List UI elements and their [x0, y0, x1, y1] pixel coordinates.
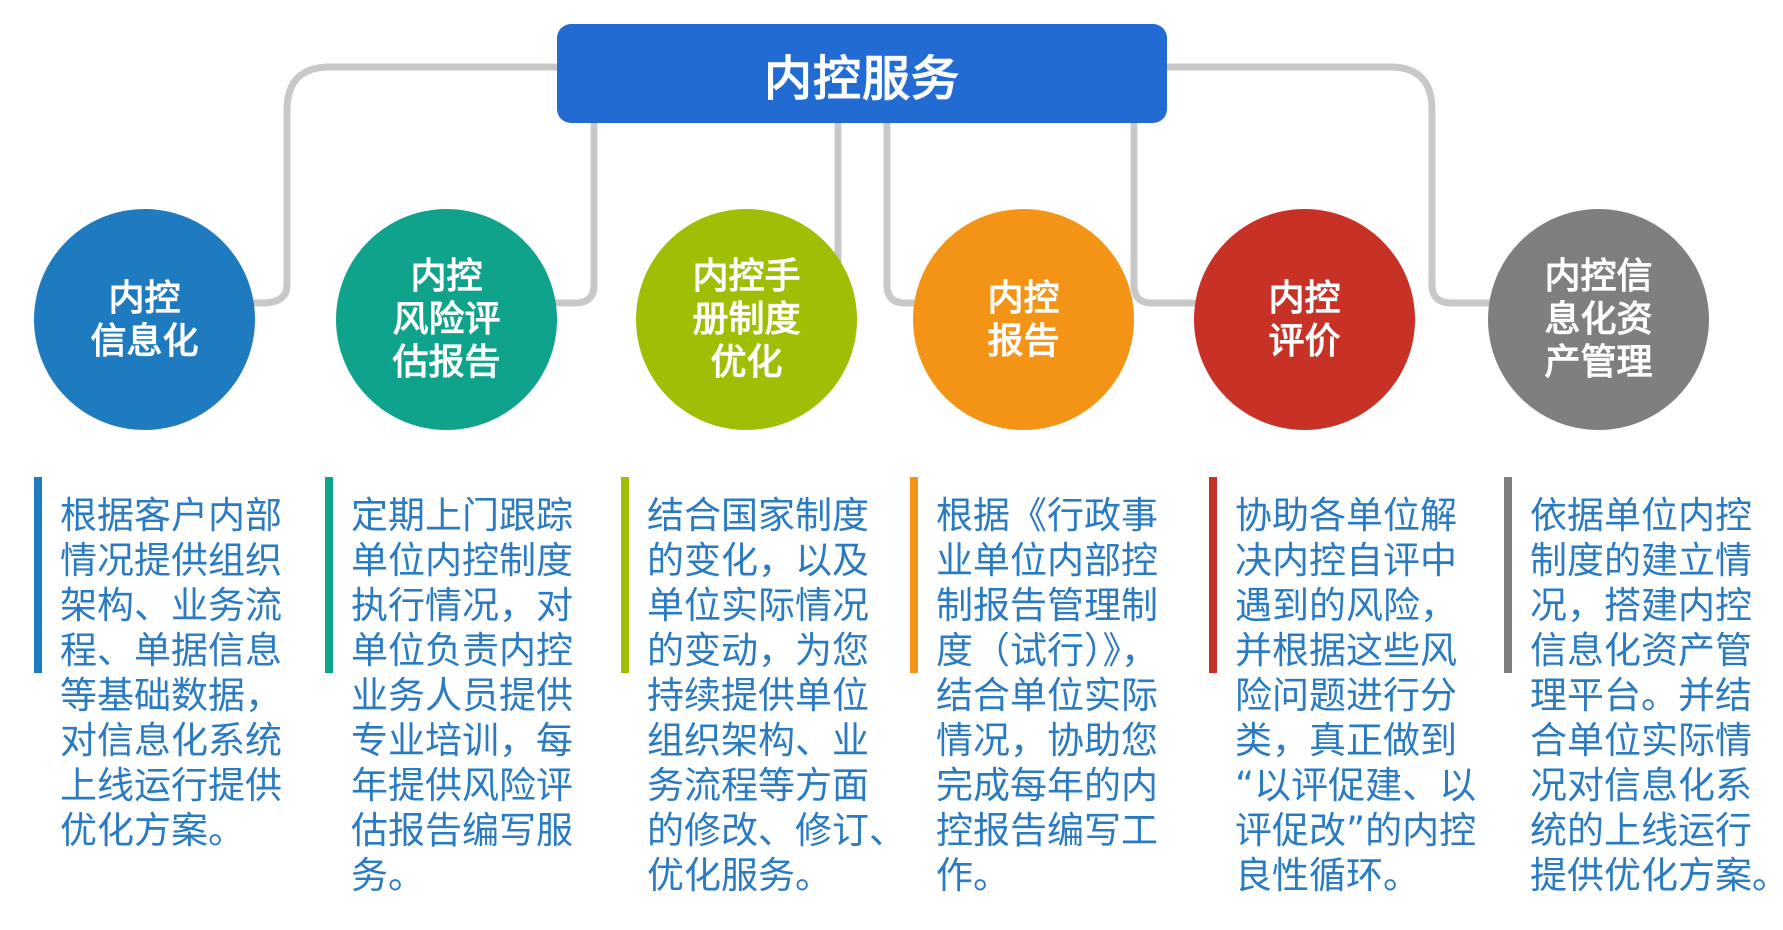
description-line: 提供优化方案。	[1530, 854, 1783, 897]
description-line: 根据《行政事	[936, 494, 1158, 537]
description-line: 信息化资产管	[1530, 629, 1752, 672]
description-line: 制度的建立情	[1530, 539, 1752, 582]
description-line: 情况，协助您	[936, 719, 1158, 762]
accent-bar	[1209, 477, 1217, 673]
description-line: 决内控自评中	[1235, 539, 1457, 582]
description-line: 单位实际情况	[647, 584, 869, 627]
description-line: “以评促建、以	[1235, 764, 1477, 807]
service-label-line: 报告	[987, 320, 1060, 362]
service-label-line: 内控信	[1544, 256, 1653, 297]
connector-4	[883, 120, 918, 307]
description-line: 单位内控制度	[351, 539, 573, 582]
service-circle: 内控风险评估报告	[336, 209, 557, 430]
description-line: 况，搭建内控	[1530, 584, 1752, 627]
connector-1	[250, 63, 560, 307]
description-text: 根据《行政事业单位内部控制报告管理制度（试行）》，结合单位实际情况，协助您完成每…	[936, 493, 1201, 898]
description-line: 等基础数据，	[60, 674, 282, 717]
accent-bar	[1504, 477, 1512, 673]
description-line: 险问题进行分	[1235, 674, 1457, 717]
service-label-line: 内控	[1268, 277, 1341, 319]
description-line: 架构、业务流	[60, 584, 282, 627]
description-line: 评促改”的内控	[1235, 809, 1477, 852]
service-circle: 内控手册制度优化	[636, 209, 857, 430]
description-line: 完成每年的内	[936, 764, 1158, 807]
description-line: 对信息化系统	[60, 719, 282, 762]
description-line: 况对信息化系	[1530, 764, 1752, 807]
description-line: 良性循环。	[1235, 854, 1420, 897]
service-circle: 内控报告	[913, 209, 1134, 430]
service-label-line: 优化	[710, 342, 783, 383]
description-line: 程、单据信息	[60, 629, 282, 672]
service-label-line: 内控	[108, 277, 181, 319]
description-line: 的变化，以及	[647, 539, 869, 582]
description-line: 并根据这些风	[1235, 629, 1457, 672]
description-line: 业单位内部控	[936, 539, 1158, 582]
description-text: 定期上门跟踪单位内控制度执行情况，对单位负责内控业务人员提供专业培训，每年提供风…	[351, 493, 616, 898]
description-text: 根据客户内部情况提供组织架构、业务流程、单据信息等基础数据，对信息化系统上线运行…	[60, 493, 325, 853]
description-line: 务流程等方面	[647, 764, 869, 807]
service-label-line: 产管理	[1544, 342, 1653, 383]
accent-bar	[621, 477, 629, 673]
description-line: 务。	[351, 854, 425, 897]
title-text: 内控服务	[763, 50, 960, 107]
description-text: 协助各单位解决内控自评中遇到的风险，并根据这些风险问题进行分类，真正做到“以评促…	[1235, 493, 1500, 898]
description-line: 依据单位内控	[1530, 494, 1752, 537]
description-line: 优化服务。	[647, 854, 832, 897]
description-line: 年提供风险评	[351, 764, 573, 807]
description-line: 专业培训，每	[351, 719, 573, 762]
description-line: 优化方案。	[60, 809, 245, 852]
description-line: 业务人员提供	[351, 674, 573, 717]
service-circle: 内控信息化	[34, 209, 255, 430]
accent-bar	[34, 477, 42, 673]
service-label-line: 估报告	[392, 342, 501, 383]
description-line: 控报告编写工	[936, 809, 1158, 852]
connector-5	[1130, 120, 1199, 307]
description-line: 情况提供组织	[60, 539, 282, 582]
accent-bar	[325, 477, 333, 673]
service-label-line: 内控	[410, 256, 483, 297]
connector-6	[1164, 63, 1495, 307]
description-line: 遇到的风险，	[1235, 584, 1457, 627]
description-line: 作。	[936, 854, 1010, 897]
accent-bar	[910, 477, 918, 673]
description-line: 制报告管理制	[936, 584, 1158, 627]
description-line: 类，真正做到	[1235, 719, 1457, 762]
description-line: 定期上门跟踪	[351, 494, 573, 537]
service-label-line: 息化资	[1544, 299, 1653, 340]
description-line: 持续提供单位	[647, 674, 869, 717]
service-label-line: 评价	[1268, 320, 1341, 362]
description-line: 组织架构、业	[647, 719, 869, 762]
service-circle: 内控评价	[1194, 209, 1415, 430]
description-line: 合单位实际情	[1530, 719, 1752, 762]
description-line: 执行情况，对	[351, 584, 573, 627]
description-text: 依据单位内控制度的建立情况，搭建内控信息化资产管理平台。并结合单位实际情况对信息…	[1530, 493, 1783, 898]
description-line: 单位负责内控	[351, 629, 573, 672]
description-line: 的变动，为您	[647, 629, 869, 672]
description-line: 理平台。并结	[1530, 674, 1752, 717]
service-label-line: 信息化	[90, 320, 199, 362]
service-label-line: 内控	[987, 277, 1060, 319]
description-line: 度（试行）》，	[936, 629, 1158, 672]
title-box: 内控服务	[557, 24, 1167, 123]
description-line: 结合单位实际	[936, 674, 1158, 717]
description-text: 结合国家制度的变化，以及单位实际情况的变动，为您持续提供单位组织架构、业务流程等…	[647, 493, 912, 898]
service-circle: 内控信息化资产管理	[1488, 209, 1709, 430]
description-line: 估报告编写服	[351, 809, 573, 852]
connector-2	[552, 120, 598, 307]
description-line: 结合国家制度	[647, 494, 869, 537]
description-line: 统的上线运行	[1530, 809, 1752, 852]
service-label-line: 风险评	[392, 299, 501, 340]
service-label-line: 内控手	[692, 256, 801, 297]
description-line: 根据客户内部	[60, 494, 282, 537]
description-line: 的修改、修订、	[647, 809, 906, 852]
service-label-line: 册制度	[692, 299, 801, 340]
description-line: 上线运行提供	[60, 764, 282, 807]
description-line: 协助各单位解	[1235, 494, 1457, 537]
